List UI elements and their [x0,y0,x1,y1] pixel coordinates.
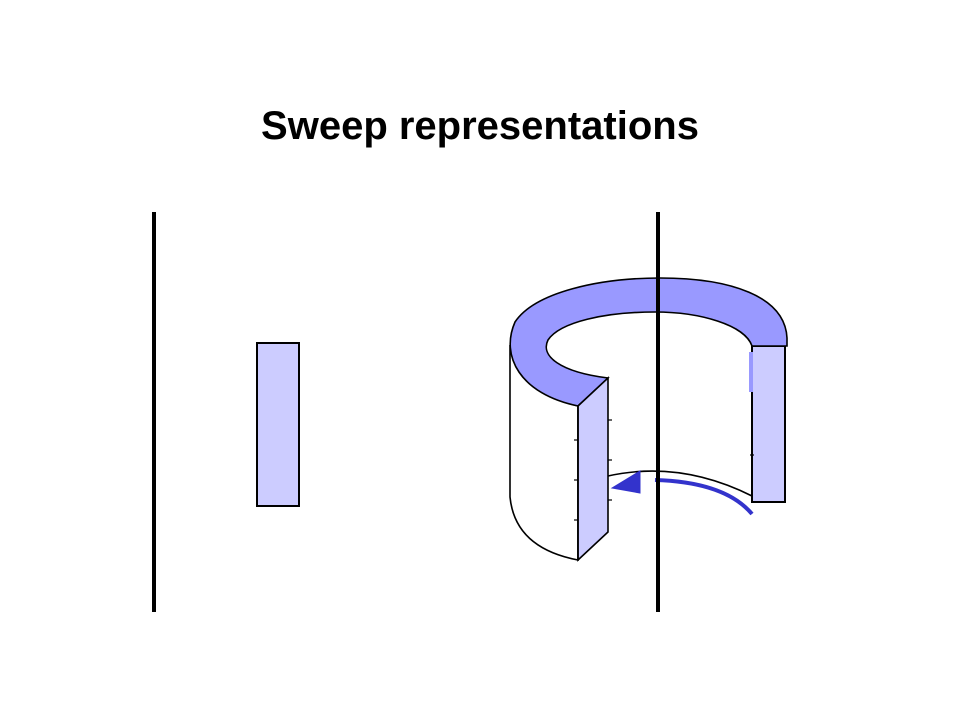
start-profile-face [577,376,609,562]
rotation-arrow [654,478,754,516]
profile-rectangle [256,342,300,507]
end-profile-right-sliver [749,352,753,392]
top-face-ring [509,277,788,407]
slide-title: Sweep representations [261,104,699,148]
end-profile-right [751,345,786,503]
inner-wall-bottom-edge [607,470,753,497]
cut-edge-ticks [574,419,754,521]
rotation-arrow-head [610,470,641,494]
